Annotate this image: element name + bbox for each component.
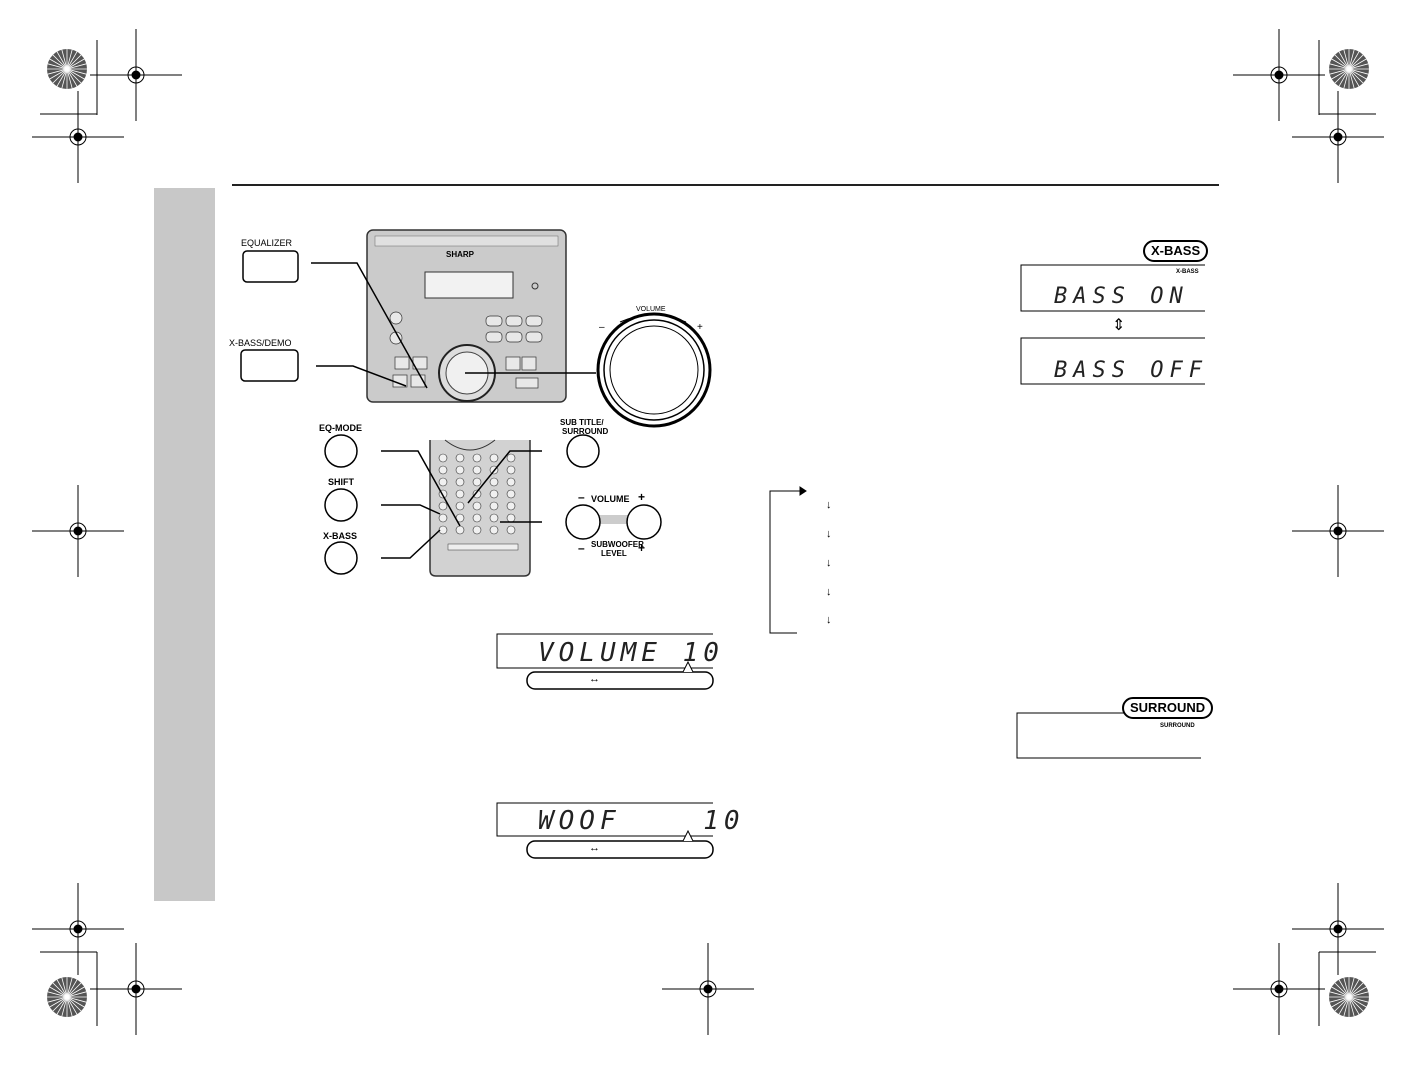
remote-key: [455, 489, 465, 499]
xbass-label: X-BASS: [323, 531, 358, 541]
remote-key: [438, 465, 448, 475]
knob-plus: +: [697, 322, 703, 333]
subtitle-surround-label-2: SURROUND: [562, 427, 609, 436]
remote-illustration: [429, 439, 531, 577]
shift-label: SHIFT: [328, 477, 354, 487]
equalizer-label: EQUALIZER: [241, 238, 293, 248]
remote-key: [489, 501, 499, 511]
subwoofer-label-1: SUBWOOFER: [591, 540, 644, 549]
remote-key: [506, 477, 516, 487]
sequence-arrow-4: ↓: [826, 586, 832, 598]
knob-volume-label: VOLUME: [636, 306, 666, 313]
woof-range-icon: ↔: [589, 842, 600, 854]
equalizer-button-illustration: [242, 250, 299, 283]
remote-key: [506, 489, 516, 499]
remote-key: [472, 465, 482, 475]
remote-key: [489, 477, 499, 487]
remote-key: [472, 501, 482, 511]
header-rule: [232, 184, 1219, 186]
sequence-arrow-5: ↓: [826, 614, 832, 626]
remote-key: [438, 501, 448, 511]
volume-knob-illustration: [596, 312, 712, 428]
remote-key: [438, 513, 448, 523]
xbass-demo-button-illustration: [240, 349, 299, 382]
remote-key: [455, 477, 465, 487]
xbass-small-indicator: X-BASS: [1176, 269, 1199, 275]
bass-on-display: BASS ON: [1054, 284, 1189, 309]
woof-display: WOOF 10: [538, 806, 745, 836]
sequence-arrow-3: ↓: [826, 557, 832, 569]
remote-key: [472, 525, 482, 535]
sequence-arrow-1: ↓: [826, 499, 832, 511]
remote-key: [506, 501, 516, 511]
toggle-icon: ⇕: [1112, 317, 1126, 334]
sequence-arrow-2: ↓: [826, 528, 832, 540]
xbass-demo-label: X-BASS/DEMO: [229, 338, 292, 348]
volume-remote-label: VOLUME: [591, 494, 630, 504]
remote-key: [438, 453, 448, 463]
bass-off-display: BASS OFF: [1054, 358, 1208, 383]
subwoofer-plus: +: [638, 541, 646, 555]
surround-indicator: SURROUND: [1122, 697, 1214, 719]
remote-key: [472, 453, 482, 463]
volume-plus: +: [638, 490, 646, 504]
volume-range-icon: ↔: [589, 673, 600, 685]
subwoofer-label-2: LEVEL: [601, 549, 627, 558]
remote-key: [506, 453, 516, 463]
remote-key: [472, 489, 482, 499]
volume-display: VOLUME 10: [538, 638, 724, 668]
remote-key: [438, 525, 448, 535]
remote-key: [455, 453, 465, 463]
remote-key: [455, 465, 465, 475]
remote-key: [506, 513, 516, 523]
volume-minus: –: [578, 490, 585, 504]
main-unit: [366, 229, 567, 403]
remote-key: [489, 513, 499, 523]
xbass-indicator: X-BASS: [1143, 240, 1209, 262]
remote-key: [455, 525, 465, 535]
knob-minus: –: [599, 322, 605, 333]
remote-key: [455, 501, 465, 511]
remote-key: [489, 525, 499, 535]
remote-key: [506, 525, 516, 535]
remote-key: [489, 453, 499, 463]
surround-small-indicator: SURROUND: [1160, 723, 1195, 729]
remote-key: [506, 465, 516, 475]
subtitle-surround-label-1: SUB TITLE/: [560, 418, 604, 427]
remote-key: [489, 489, 499, 499]
brand-logo: SHARP: [446, 250, 475, 259]
remote-key: [472, 513, 482, 523]
remote-key: [472, 477, 482, 487]
section-side-tab: [154, 188, 215, 901]
eq-mode-label: EQ-MODE: [319, 423, 363, 433]
subwoofer-minus: –: [578, 541, 585, 555]
remote-key: [438, 477, 448, 487]
